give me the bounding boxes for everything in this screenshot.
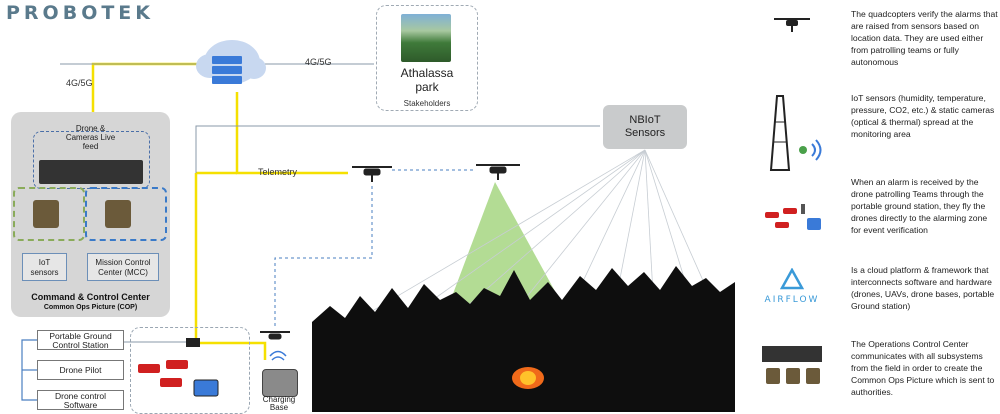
- iot-operators-group: [13, 187, 85, 241]
- legend-text: The Operations Control Center communicat…: [851, 339, 995, 397]
- quadcopter-icon: [352, 166, 392, 182]
- legend-item-quadcopter: The quadcopters verify the alarms that a…: [735, 8, 1000, 82]
- software-line2: Software: [63, 400, 98, 410]
- mcc-line1: Mission Control: [95, 258, 151, 267]
- feed-line2: Cameras Live: [65, 133, 116, 142]
- park-name-line1: Athalassa: [400, 66, 454, 80]
- charging-line2: Base: [269, 403, 289, 412]
- vehicle-icon: [138, 360, 188, 387]
- tablet-icon: [193, 379, 219, 397]
- quadcopter-icon: [476, 164, 520, 180]
- iot-line1: IoT: [38, 258, 51, 267]
- portable-ground-station-box: Portable Ground Control Station: [37, 330, 124, 350]
- command-center-title: Command & Control Center: [31, 292, 150, 302]
- forest-silhouette: [312, 266, 735, 412]
- command-center-subtitle: Common Ops Picture (COP): [43, 304, 138, 311]
- quadcopter-icon: [747, 12, 837, 41]
- charging-base-icon: [262, 369, 298, 397]
- legend-panel: The quadcopters verify the alarms that a…: [735, 0, 1000, 412]
- charging-line1: Charging: [262, 395, 296, 404]
- link-label-telemetry: Telemetry: [258, 167, 298, 177]
- command-control-center: Drone & Cameras Live feed IoT sensors Mi…: [11, 112, 170, 317]
- mcc-box: Mission Control Center (MCC): [87, 253, 159, 281]
- nbiot-line2: Sensors: [624, 127, 666, 139]
- legend-text: The quadcopters verify the alarms that a…: [851, 9, 998, 67]
- legend-item-sensors: IoT sensors (humidity, temperature, pres…: [735, 92, 1000, 172]
- nbiot-sensors-box: NBIoT Sensors: [603, 105, 687, 149]
- mcc-operators-group: [85, 187, 167, 241]
- park-name-line2: park: [415, 80, 439, 94]
- operations-center-icon: [747, 344, 837, 393]
- operator-icon: [105, 200, 131, 228]
- legend-item-operations: The Operations Control Center communicat…: [735, 338, 1000, 412]
- mcc-line2: Center (MCC): [98, 268, 148, 277]
- drone-control-software-box: Drone control Software: [37, 390, 124, 410]
- charging-base-label: Charging Base: [258, 396, 300, 412]
- link-label-cloud-park: 4G/5G: [305, 57, 332, 67]
- ground-station-icon: [186, 338, 200, 347]
- diagram-canvas: [21, 40, 735, 412]
- airflow-logo-text: AIRFLOW: [764, 295, 820, 305]
- operator-icon: [33, 200, 59, 228]
- legend-item-airflow: AIRFLOW Is a cloud platform & framework …: [735, 264, 1000, 328]
- fire-icon: [512, 367, 544, 389]
- drone-pilot-box: Drone Pilot: [37, 360, 124, 380]
- probotek-logo: PROBOTEK: [6, 2, 155, 24]
- architecture-diagram: PROBOTEK 4G/5G 4G/5G Telemetry Athalassa…: [6, 2, 735, 414]
- airflow-logo-icon: AIRFLOW: [747, 267, 837, 305]
- iot-sensors-box: IoT sensors: [22, 253, 67, 281]
- software-line1: Drone control: [54, 391, 107, 401]
- park-photo: [401, 14, 451, 62]
- server-stack-icon: [212, 56, 242, 84]
- legend-text: IoT sensors (humidity, temperature, pres…: [851, 93, 995, 139]
- link-label-cc-cloud: 4G/5G: [66, 78, 93, 88]
- patrol-team-icon: [747, 200, 837, 239]
- legend-text: When an alarm is received by the drone p…: [851, 177, 988, 235]
- feed-line1: Drone &: [75, 124, 106, 133]
- video-wall-icon: [39, 160, 143, 184]
- legend-item-patrol: When an alarm is received by the drone p…: [735, 176, 1000, 254]
- feed-line3: feed: [82, 142, 99, 151]
- quadcopter-icon: [260, 331, 290, 340]
- nbiot-line1: NBIoT: [629, 114, 661, 126]
- portable-line2: Control Station: [52, 340, 109, 350]
- iot-line2: sensors: [30, 268, 59, 277]
- signal-icon: [269, 350, 287, 361]
- dashed-links: [274, 169, 474, 326]
- ground-station-group: [130, 327, 250, 414]
- gray-links: [60, 63, 600, 343]
- sensor-tower-icon: [747, 92, 837, 177]
- portable-line1: Portable Ground: [49, 331, 112, 341]
- stakeholders-label: Stakeholders: [403, 99, 451, 108]
- live-feed-label: Drone & Cameras Live feed: [11, 124, 170, 151]
- legend-text: Is a cloud platform & framework that int…: [851, 265, 995, 311]
- stakeholders-box: Athalassa park Stakeholders: [376, 5, 478, 111]
